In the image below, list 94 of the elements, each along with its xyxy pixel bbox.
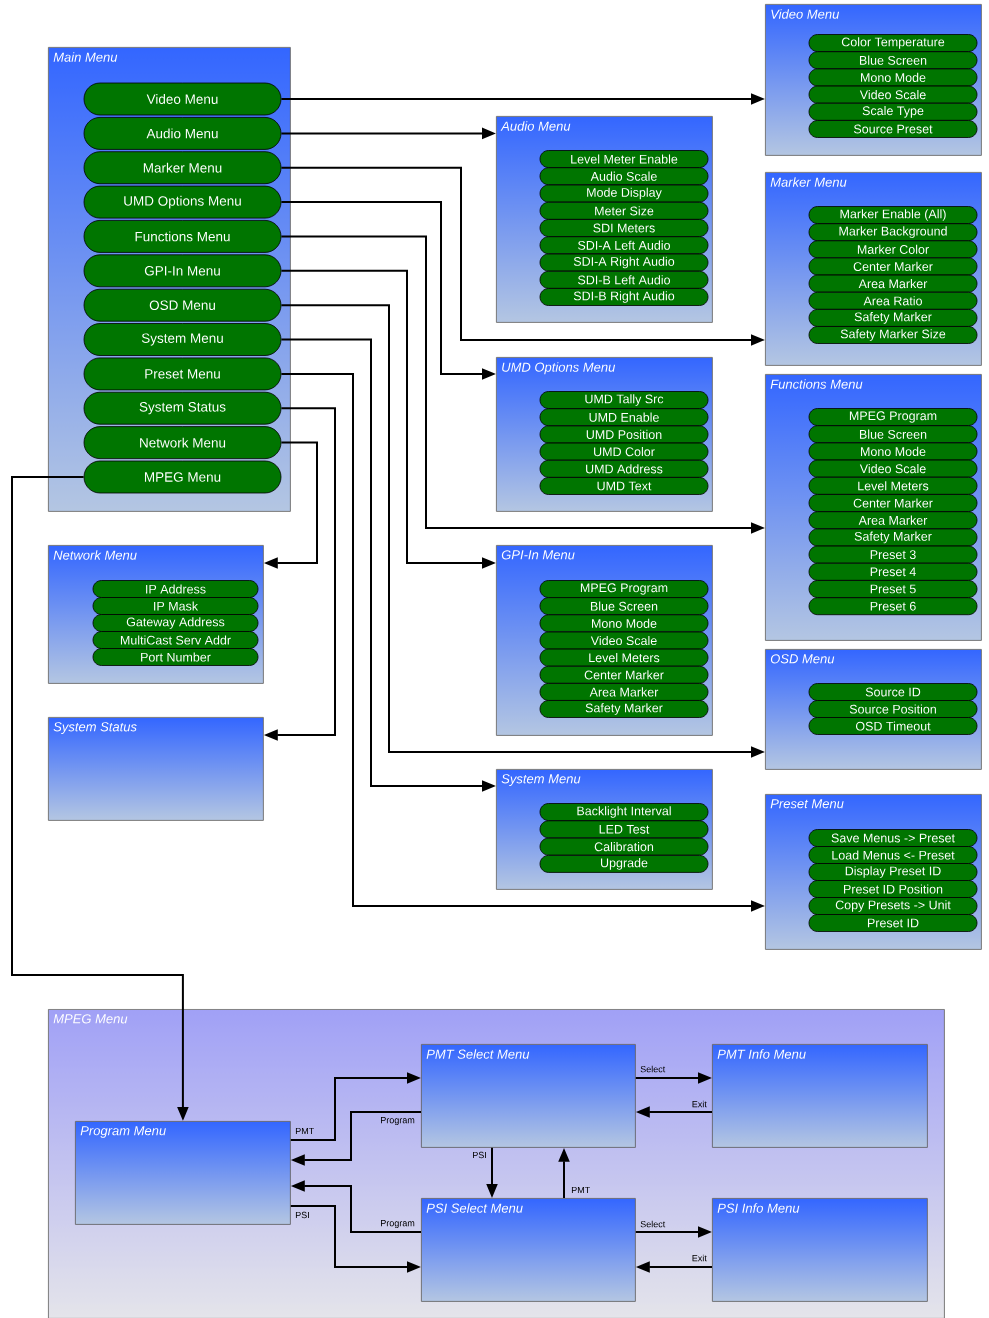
menu-panel: PSI Info Menu	[712, 1198, 928, 1302]
menu-panel: PSI Select Menu	[421, 1198, 636, 1302]
menu-item: Mono Mode	[808, 68, 978, 87]
menu-item: Source Position	[808, 700, 978, 718]
menu-item: IP Address	[92, 580, 259, 598]
menu-item: Audio Menu	[83, 117, 282, 150]
menu-item: Mode Display	[539, 184, 709, 203]
edge-label: PMT	[571, 1186, 590, 1194]
menu-item: Upgrade	[539, 855, 709, 873]
edge-label: Select	[640, 1220, 666, 1228]
menu-item: IP Mask	[92, 597, 259, 615]
menu-item: Scale Type	[808, 102, 978, 121]
menu-item: UMD Options Menu	[83, 185, 282, 219]
menu-item: Marker Background	[808, 223, 978, 242]
menu-item: OSD Timeout	[808, 717, 978, 735]
menu-item: UMD Position	[539, 425, 709, 444]
menu-item: Safety Marker Size	[808, 326, 978, 344]
menu-item: Backlight Interval	[539, 803, 709, 821]
menu-item: Network Menu	[83, 426, 282, 459]
menu-panel: Program Menu	[75, 1121, 291, 1225]
menu-item: Gateway Address	[92, 614, 259, 632]
menu-item: System Status	[83, 391, 282, 425]
menu-item: Level Meter Enable	[539, 150, 709, 168]
menu-item: Mono Mode	[808, 442, 978, 461]
menu-item: Area Ratio	[808, 291, 978, 310]
menu-panel: PMT Select Menu	[421, 1044, 636, 1148]
menu-item: SDI Meters	[539, 219, 709, 237]
menu-item: Port Number	[92, 648, 259, 666]
menu-item: UMD Text	[539, 477, 709, 495]
menu-item: Mono Mode	[539, 614, 709, 633]
menu-item: UMD Address	[539, 459, 709, 478]
menu-item: UMD Enable	[539, 408, 709, 427]
menu-item: UMD Color	[539, 442, 709, 461]
menu-item: Save Menus -> Preset	[808, 829, 978, 847]
menu-panel: System Status	[48, 717, 264, 821]
menu-item: Color Temperature	[808, 34, 978, 52]
menu-item: Display Preset ID	[808, 863, 978, 881]
menu-item: OSD Menu	[83, 288, 282, 322]
edge-label: PSI	[295, 1211, 309, 1219]
menu-item: Marker Enable (All)	[808, 206, 978, 224]
menu-item: MPEG Menu	[83, 460, 282, 494]
menu-item: MultiCast Serv Addr	[92, 631, 259, 649]
edge-label: Select	[640, 1065, 666, 1073]
menu-item: Preset 6	[808, 597, 978, 616]
menu-item: Copy Presets -> Unit	[808, 897, 978, 915]
menu-item: Center Marker	[808, 257, 978, 276]
edge-label: PMT	[295, 1127, 314, 1135]
menu-item: GPI-In Menu	[83, 254, 282, 288]
menu-item: Level Meters	[539, 648, 709, 667]
menu-item: SDI-A Right Audio	[539, 253, 709, 272]
menu-item: Safety Marker	[539, 700, 709, 718]
edge-label: PSI	[473, 1151, 486, 1159]
menu-item: Functions Menu	[83, 220, 282, 253]
edge-label: Program	[381, 1117, 415, 1126]
menu-item: Area Marker	[539, 683, 709, 701]
menu-item: Safety Marker	[808, 528, 978, 547]
menu-item: MPEG Program	[808, 408, 978, 426]
menu-item: Marker Menu	[83, 151, 282, 185]
menu-item: Blue Screen	[539, 597, 709, 615]
menu-item: Preset Menu	[83, 357, 282, 391]
menu-item: Preset 3	[808, 545, 978, 564]
menu-item: Video Menu	[83, 82, 282, 116]
menu-item: MPEG Program	[539, 580, 709, 598]
edge-label: Program	[381, 1220, 415, 1229]
menu-item: Load Menus <- Preset	[808, 846, 978, 864]
menu-item: Blue Screen	[808, 425, 978, 444]
menu-item: Preset 5	[808, 580, 978, 598]
menu-item: Blue Screen	[808, 51, 978, 70]
menu-item: UMD Tally Src	[539, 391, 709, 409]
menu-item: Area Marker	[808, 274, 978, 293]
menu-panel: PMT Info Menu	[712, 1044, 928, 1148]
menu-item: SDI-B Right Audio	[539, 288, 709, 306]
menu-item: Video Scale	[808, 85, 978, 104]
menu-item: SDI-A Left Audio	[539, 236, 709, 255]
menu-item: Audio Scale	[539, 167, 709, 186]
menu-item: System Menu	[83, 323, 282, 356]
menu-item: Meter Size	[539, 201, 709, 220]
menu-item: Area Marker	[808, 511, 978, 530]
menu-item: Preset 4	[808, 562, 978, 581]
menu-item: Marker Color	[808, 240, 978, 259]
edge-label: Exit	[692, 1100, 707, 1108]
menu-item: LED Test	[539, 820, 709, 839]
menu-item: Preset ID	[808, 914, 978, 932]
menu-item: SDI-B Left Audio	[539, 270, 709, 289]
menu-item: Safety Marker	[808, 309, 978, 327]
edge-label: Exit	[692, 1254, 707, 1262]
menu-item: Source Preset	[808, 120, 978, 138]
menu-item: Preset ID Position	[808, 880, 978, 898]
menu-item: Video Scale	[808, 459, 978, 478]
menu-item: Center Marker	[808, 494, 978, 512]
menu-item: Level Meters	[808, 476, 978, 495]
menu-item: Source ID	[808, 683, 978, 701]
menu-item: Calibration	[539, 837, 709, 856]
menu-item: Center Marker	[539, 665, 709, 684]
